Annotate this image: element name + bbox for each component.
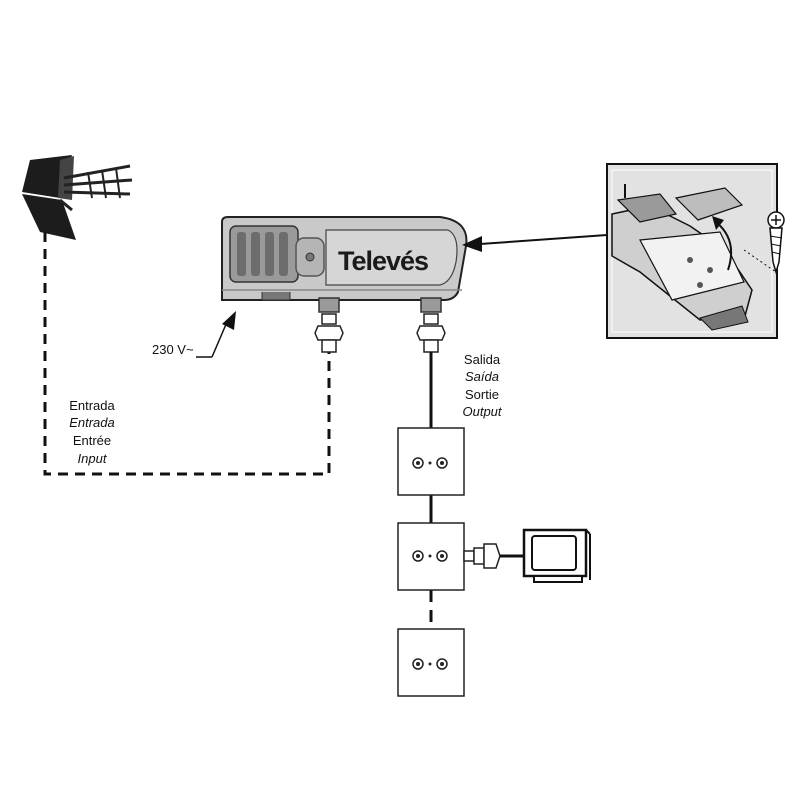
output-label-en: Output xyxy=(462,404,502,419)
output-label-es: Salida xyxy=(463,352,501,367)
mounting-detail-inset xyxy=(606,163,778,339)
f-connector-icon xyxy=(416,313,446,353)
tv-set-icon xyxy=(522,528,591,583)
input-label-es: Entrada xyxy=(69,398,115,413)
output-label-pt: Saída xyxy=(465,369,499,384)
f-connector-icon xyxy=(314,313,344,353)
amplifier-icon xyxy=(221,216,468,313)
input-cable xyxy=(43,232,331,476)
wall-socket-icon xyxy=(397,522,465,591)
output-label-fr: Sortie xyxy=(465,387,499,402)
input-label-pt: Entrada xyxy=(69,415,115,430)
wall-socket-icon xyxy=(397,427,465,496)
uhf-antenna-icon xyxy=(22,155,133,240)
wall-socket-icon xyxy=(397,628,465,697)
brand-logo: Televés xyxy=(338,246,428,276)
input-label-fr: Entrée xyxy=(72,433,112,448)
inset-pointer-arrow xyxy=(462,234,608,252)
input-label-en: Input xyxy=(77,451,107,466)
tv-connector xyxy=(463,543,528,569)
power-label: 230 V~ xyxy=(152,342,194,357)
screw-icon xyxy=(767,211,785,275)
power-arrow xyxy=(196,311,236,358)
